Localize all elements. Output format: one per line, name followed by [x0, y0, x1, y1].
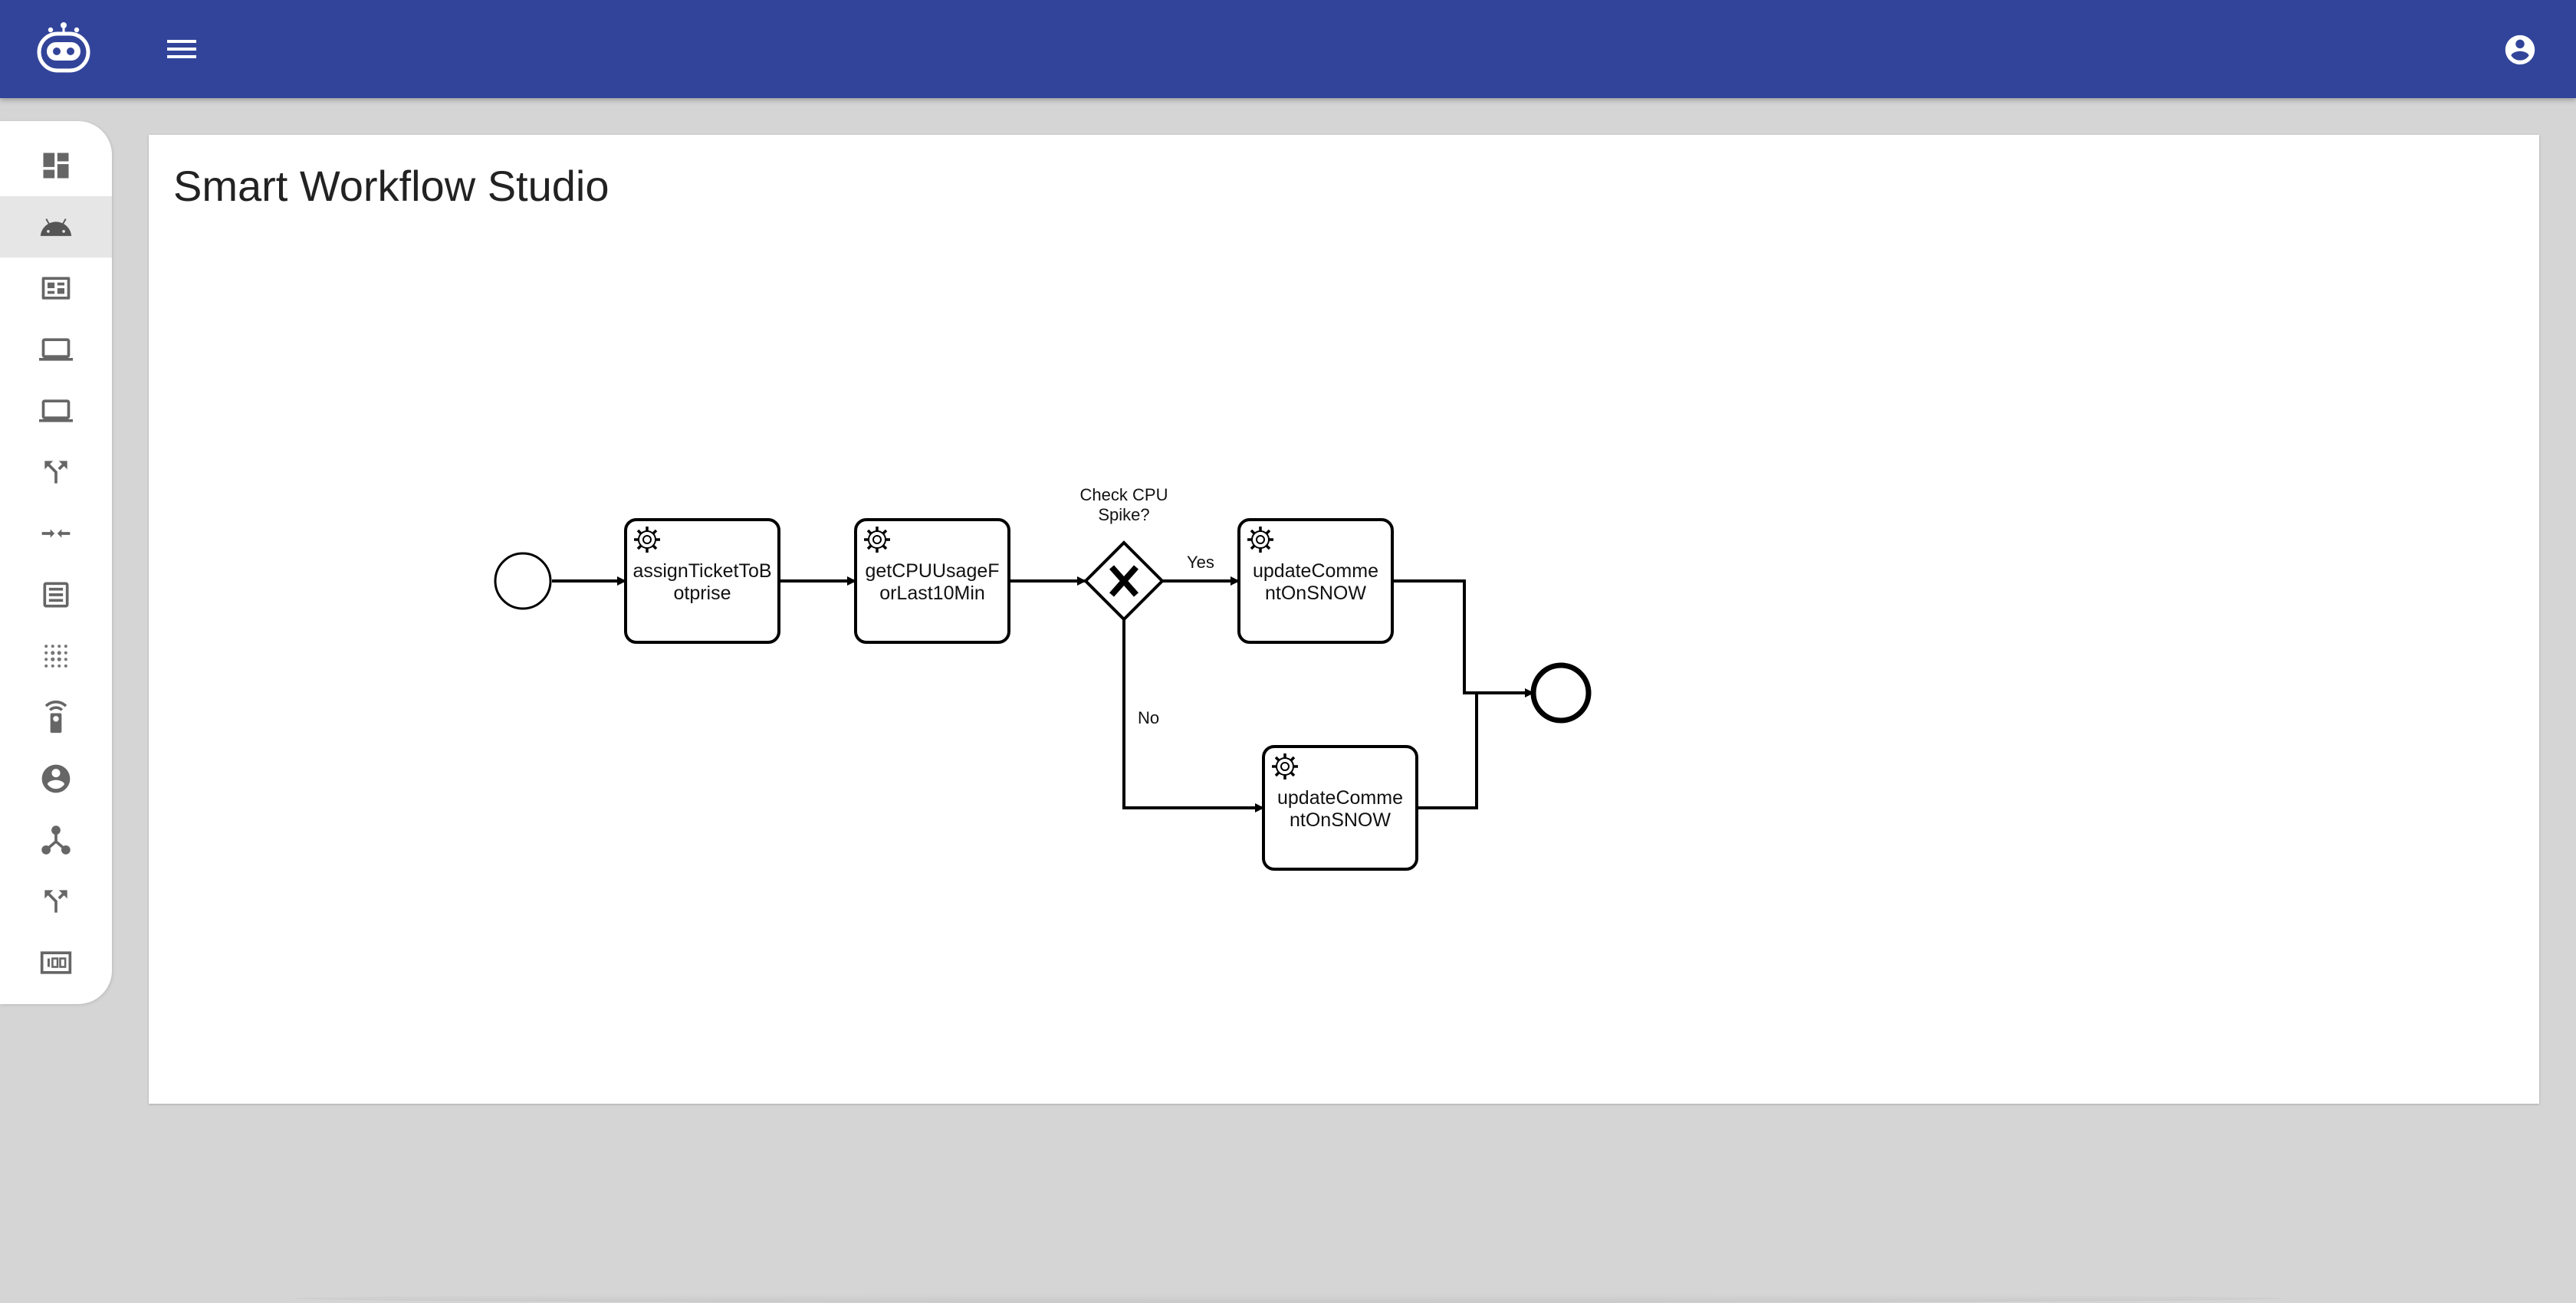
task-label: otprise [673, 583, 731, 604]
x-mark-icon [1109, 565, 1138, 597]
footer-shadow [291, 1294, 2285, 1303]
task-update-comment-no[interactable]: updateComme ntOnSNOW [1262, 745, 1418, 871]
dashboard-panel-icon [41, 277, 71, 300]
dots-grid-icon [44, 645, 67, 668]
sidebar-item-network[interactable] [0, 809, 112, 871]
sidebar-item-logs[interactable] [0, 564, 112, 625]
robot-logo-icon [37, 22, 90, 73]
start-event[interactable] [494, 552, 552, 610]
flow-label-yes: Yes [1187, 553, 1214, 572]
task-label: updateComme [1277, 787, 1403, 809]
task-get-cpu-usage[interactable]: getCPUUsageF orLast10Min [854, 518, 1010, 644]
workflow-card: Smart Workflow Studio [149, 135, 2539, 1104]
sidebar-item-panels[interactable] [0, 258, 112, 319]
sidebar-item-merge[interactable] [0, 441, 112, 503]
converge-arrows-icon [41, 529, 71, 538]
flow-gateway-no[interactable] [1122, 619, 1264, 812]
task-update-comment-yes[interactable]: updateComme ntOnSNOW [1237, 518, 1394, 644]
task-label: updateComme [1253, 560, 1378, 582]
sidebar-item-devices[interactable] [0, 380, 112, 441]
sidebar-item-merge-2[interactable] [0, 871, 112, 932]
sidebar-item-converge[interactable] [0, 503, 112, 564]
sidebar-item-bots[interactable] [0, 196, 112, 258]
flow-update-yes-to-end[interactable] [1394, 579, 1534, 697]
remote-signal-icon [44, 701, 67, 734]
gateway-label: Spike? [1098, 505, 1149, 524]
sidebar-nav [0, 121, 112, 1004]
merge-arrows-icon [44, 890, 67, 913]
dashboard-icon [43, 153, 69, 179]
exclusive-gateway[interactable] [1083, 540, 1165, 622]
gateway-label: Check CPU [1080, 485, 1168, 504]
sidebar-item-grid[interactable] [0, 625, 112, 687]
laptop-icon [39, 399, 73, 422]
task-label: assignTicketToB [632, 560, 771, 582]
task-assign-ticket[interactable]: assignTicketToB otprise [624, 518, 780, 644]
hamburger-menu-icon[interactable] [164, 34, 199, 64]
workflow-diagram: assignTicketToB otprise getCPUUsageF orL… [494, 485, 1592, 871]
account-circle-icon [41, 764, 71, 793]
account-circle-icon[interactable] [2502, 32, 2538, 67]
task-label: ntOnSNOW [1265, 583, 1366, 604]
flow-update-no-to-end[interactable] [1418, 693, 1478, 809]
page-title: Smart Workflow Studio [173, 162, 610, 210]
top-app-bar [0, 0, 2576, 98]
receipt-list-icon [43, 582, 69, 608]
sidebar-item-users[interactable] [0, 748, 112, 809]
laptop-icon [39, 338, 73, 361]
android-bot-icon [40, 218, 72, 236]
flow-label-no: No [1138, 708, 1159, 727]
sidebar-item-machines[interactable] [0, 319, 112, 380]
sidebar-item-dashboard[interactable] [0, 135, 112, 196]
sidebar-item-counter[interactable] [0, 932, 112, 993]
task-label: orLast10Min [879, 583, 985, 604]
counter-box-icon [40, 951, 72, 974]
task-label: getCPUUsageF [865, 560, 999, 582]
network-node-icon [41, 825, 71, 855]
merge-arrows-icon [44, 461, 67, 484]
end-event[interactable] [1530, 662, 1592, 724]
sidebar-item-remote[interactable] [0, 687, 112, 748]
task-label: ntOnSNOW [1290, 809, 1391, 831]
